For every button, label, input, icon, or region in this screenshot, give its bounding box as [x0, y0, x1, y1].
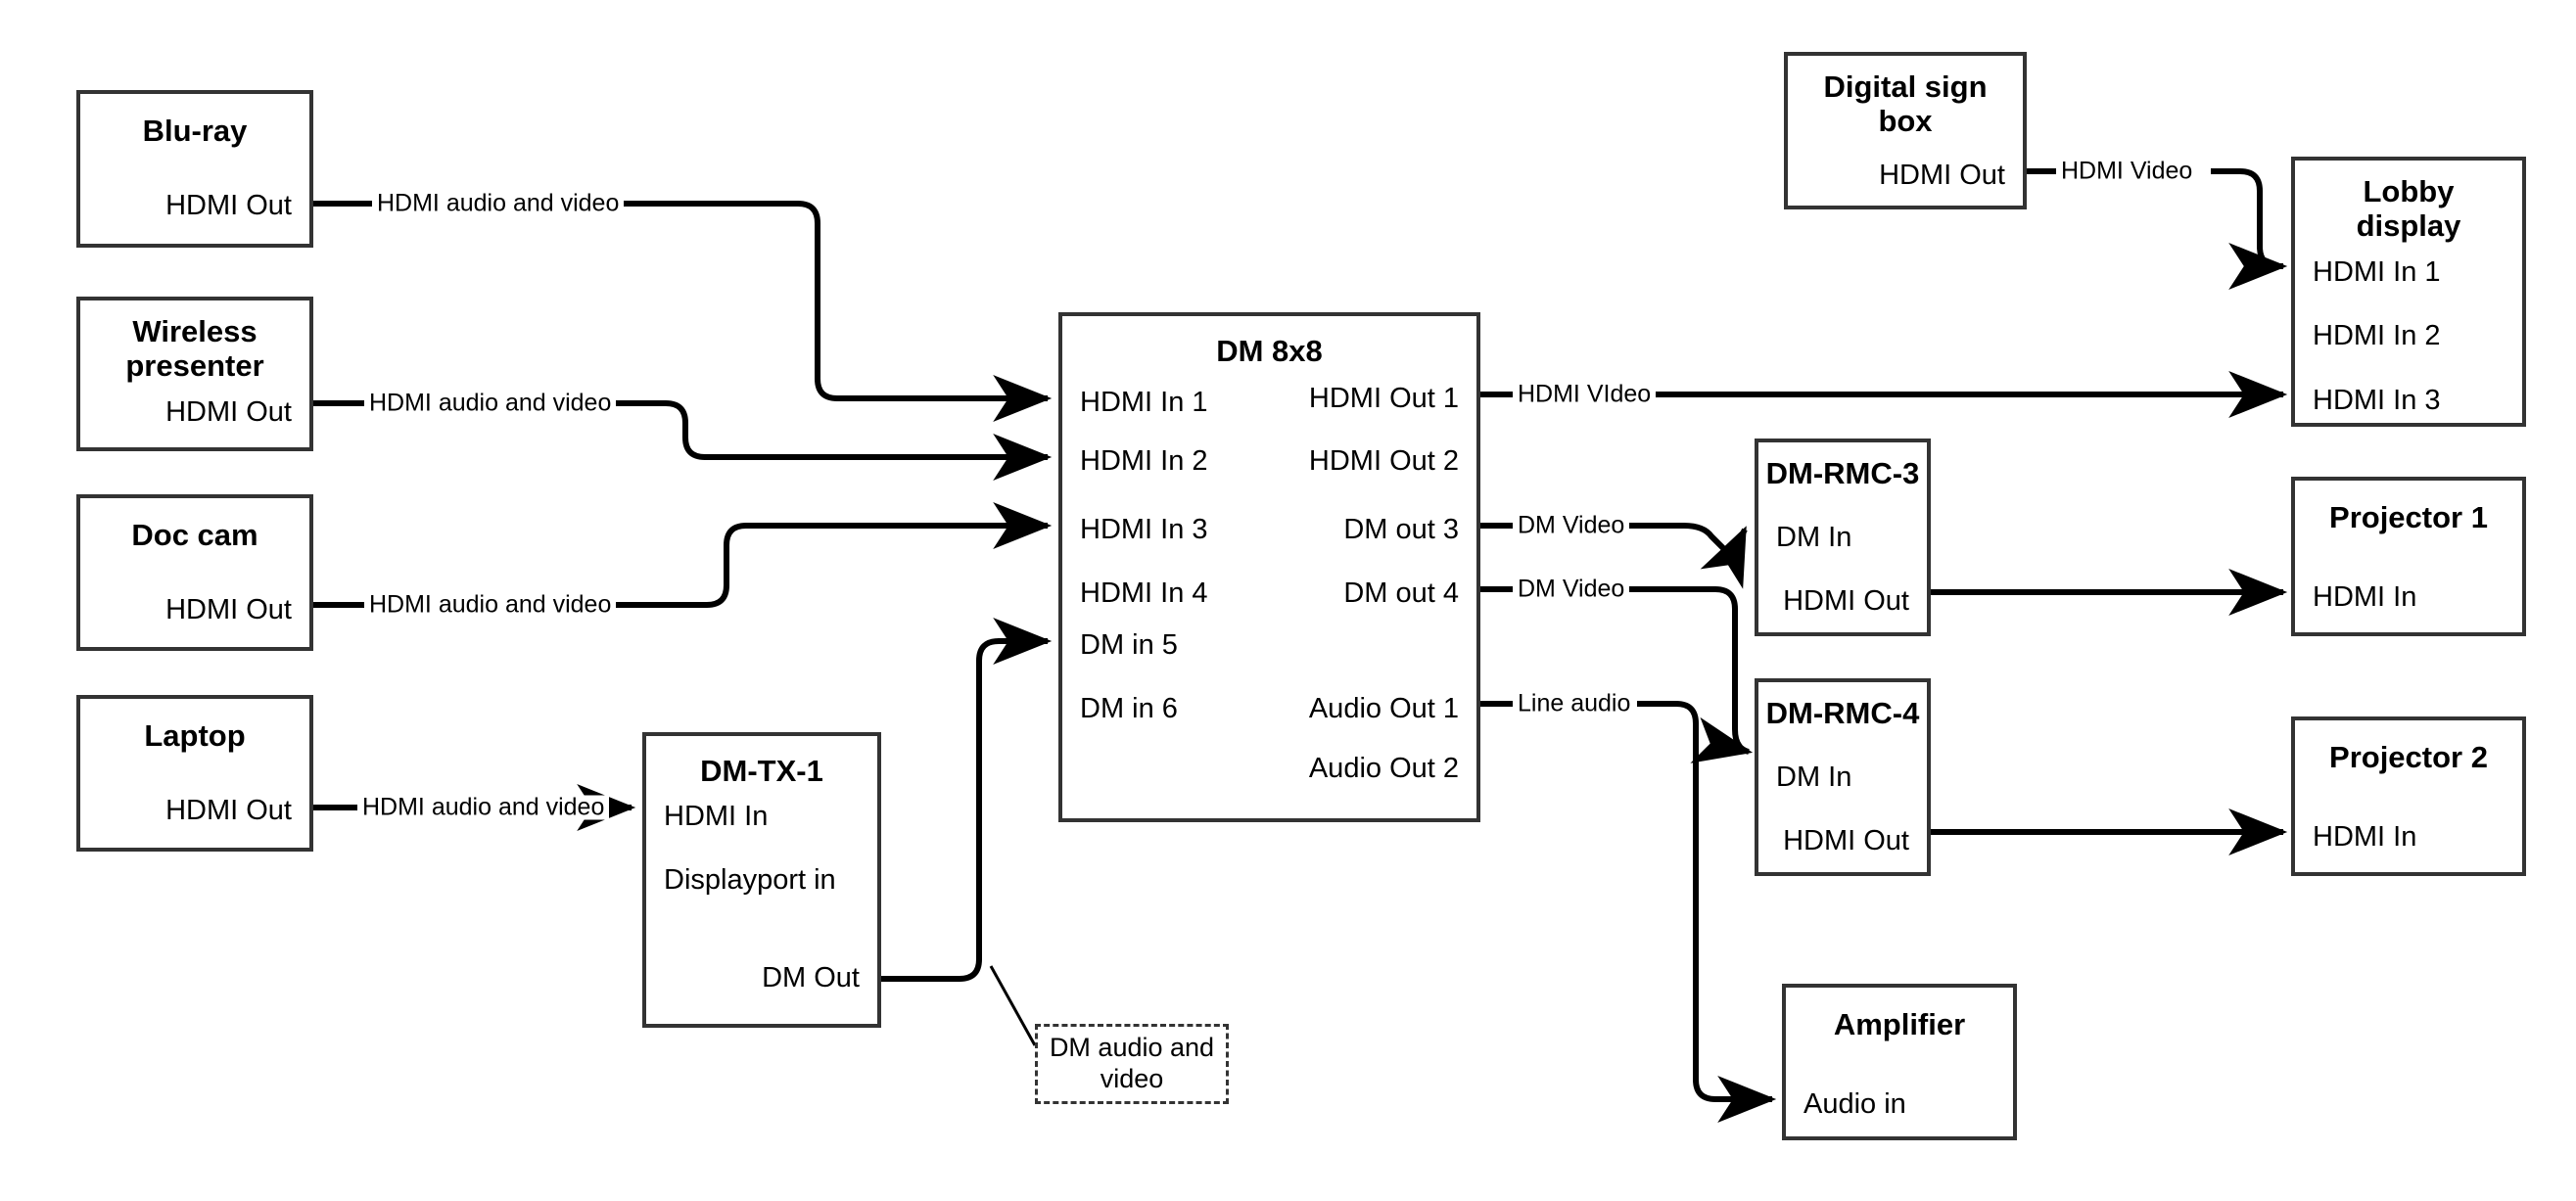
node-dm-tx-1[interactable]: DM-TX-1 HDMI In Displayport in DM Out — [642, 732, 881, 1028]
wire-label-digitalsign-out: HDMI Video — [2056, 159, 2198, 184]
node-lobby-display-title-line2: display — [2356, 208, 2461, 244]
annotation-line-1: DM audio and — [1049, 1033, 1215, 1063]
node-amplifier-title: Amplifier — [1833, 1007, 1966, 1041]
node-digital-sign-box-title-line2: box — [1878, 104, 1933, 139]
wire-label-audio-out-1: Line audio — [1513, 691, 1636, 716]
wire-label-hdmi-out-1: HDMI VIdeo — [1513, 382, 1657, 407]
callout-leader-line — [989, 965, 1037, 1046]
node-dm-rmc-4-port-dm-in[interactable]: DM In — [1776, 762, 1852, 793]
wire-label-bluray-out: HDMI audio and video — [372, 191, 625, 216]
node-bluray-title: Blu-ray — [142, 114, 248, 148]
node-dm-rmc-3-title: DM-RMC-3 — [1765, 456, 1920, 490]
node-laptop[interactable]: Laptop HDMI Out — [76, 695, 313, 852]
wire-dm8x8-to-dmrmc3 — [1480, 526, 1745, 551]
node-dm-8x8-port-dm-in-5[interactable]: DM in 5 — [1080, 629, 1178, 661]
node-dm-tx-1-port-hdmi-in[interactable]: HDMI In — [664, 801, 769, 832]
annotation-line-2: video — [1100, 1064, 1164, 1093]
node-projector-1[interactable]: Projector 1 HDMI In — [2291, 477, 2526, 636]
node-lobby-display-port-hdmi-in-2[interactable]: HDMI In 2 — [2313, 320, 2441, 351]
node-lobby-display-port-hdmi-in-3[interactable]: HDMI In 3 — [2313, 385, 2441, 416]
node-dm-8x8-port-hdmi-out-1[interactable]: HDMI Out 1 — [1308, 383, 1459, 414]
node-wireless-presenter-port-hdmi-out[interactable]: HDMI Out — [165, 396, 292, 428]
wire-bluray-to-dm8x8 — [313, 201, 1048, 398]
node-digital-sign-box-port-hdmi-out[interactable]: HDMI Out — [1879, 160, 2005, 191]
wire-dm8x8-to-dmrmc4 — [1480, 586, 1749, 752]
node-dm-8x8-port-hdmi-out-2[interactable]: HDMI Out 2 — [1308, 445, 1459, 477]
node-wireless-presenter-title-line1: Wireless — [132, 314, 258, 348]
node-dm-8x8-port-audio-out-1[interactable]: Audio Out 1 — [1308, 693, 1459, 724]
node-dm-8x8-title: DM 8x8 — [1216, 334, 1323, 368]
wire-doccam-to-dm8x8 — [313, 526, 1048, 608]
node-dm-8x8-port-hdmi-in-3[interactable]: HDMI In 3 — [1080, 514, 1208, 545]
node-dm-rmc-3[interactable]: DM-RMC-3 DM In HDMI Out — [1755, 439, 1931, 636]
node-dm-rmc-4[interactable]: DM-RMC-4 DM In HDMI Out — [1755, 678, 1931, 876]
annotation-dm-audio-and-video: DM audio and video — [1035, 1024, 1229, 1104]
node-lobby-display[interactable]: Lobby display HDMI In 1 HDMI In 2 HDMI I… — [2291, 157, 2526, 427]
wire-dm8x8-to-amplifier — [1480, 701, 1772, 1099]
node-dm-8x8-port-dm-out-4[interactable]: DM out 4 — [1343, 577, 1459, 609]
node-projector-2[interactable]: Projector 2 HDMI In — [2291, 716, 2526, 876]
node-dm-8x8-port-hdmi-in-4[interactable]: HDMI In 4 — [1080, 577, 1208, 609]
node-projector-2-port-hdmi-in[interactable]: HDMI In — [2313, 821, 2417, 853]
node-laptop-title: Laptop — [144, 718, 246, 753]
node-dm-tx-1-port-displayport-in[interactable]: Displayport in — [664, 864, 836, 896]
node-digital-sign-box[interactable]: Digital sign box HDMI Out — [1784, 52, 2027, 209]
wire-wireless-to-dm8x8 — [313, 403, 1048, 457]
node-lobby-display-title-line1: Lobby — [2363, 174, 2455, 208]
node-dm-tx-1-title: DM-TX-1 — [700, 754, 823, 788]
node-amplifier[interactable]: Amplifier Audio in — [1782, 984, 2017, 1140]
node-dm-rmc-4-title: DM-RMC-4 — [1765, 696, 1920, 730]
node-dm-8x8-port-hdmi-in-1[interactable]: HDMI In 1 — [1080, 387, 1208, 418]
node-dm-rmc-4-port-hdmi-out[interactable]: HDMI Out — [1783, 825, 1909, 856]
node-laptop-port-hdmi-out[interactable]: HDMI Out — [165, 795, 292, 826]
wire-label-dm-out-3: DM Video — [1513, 513, 1630, 538]
node-amplifier-port-audio-in[interactable]: Audio in — [1803, 1088, 1906, 1120]
node-dm-rmc-3-port-dm-in[interactable]: DM In — [1776, 522, 1852, 553]
wire-label-wireless-out: HDMI audio and video — [364, 391, 617, 416]
node-projector-1-title: Projector 1 — [2329, 500, 2488, 534]
node-dm-8x8-port-hdmi-in-2[interactable]: HDMI In 2 — [1080, 445, 1208, 477]
node-bluray-port-hdmi-out[interactable]: HDMI Out — [165, 190, 292, 221]
annotation-dm-audio-and-video-text: DM audio and video — [1038, 1033, 1226, 1095]
wire-dmtx1-to-dm8x8 — [881, 618, 1053, 982]
node-dm-8x8[interactable]: DM 8x8 HDMI In 1 HDMI In 2 HDMI In 3 HDM… — [1058, 312, 1480, 822]
node-lobby-display-title: Lobby display — [2295, 174, 2522, 243]
node-wireless-presenter-title-line2: presenter — [125, 348, 264, 384]
node-dm-8x8-port-audio-out-2[interactable]: Audio Out 2 — [1308, 753, 1459, 784]
node-dm-tx-1-port-dm-out[interactable]: DM Out — [762, 962, 860, 993]
node-doc-cam[interactable]: Doc cam HDMI Out — [76, 494, 313, 651]
node-digital-sign-box-title-line1: Digital sign — [1823, 69, 1988, 104]
node-dm-rmc-3-port-hdmi-out[interactable]: HDMI Out — [1783, 585, 1909, 617]
node-dm-8x8-port-dm-out-3[interactable]: DM out 3 — [1343, 514, 1459, 545]
node-lobby-display-port-hdmi-in-1[interactable]: HDMI In 1 — [2313, 256, 2441, 288]
node-projector-1-port-hdmi-in[interactable]: HDMI In — [2313, 581, 2417, 613]
node-bluray[interactable]: Blu-ray HDMI Out — [76, 90, 313, 248]
wire-label-laptop-out: HDMI audio and video — [357, 795, 610, 820]
node-digital-sign-box-title: Digital sign box — [1788, 69, 2023, 138]
wire-digitalsign-to-lobby — [2027, 168, 2283, 266]
node-wireless-presenter-title: Wireless presenter — [80, 314, 309, 383]
node-wireless-presenter[interactable]: Wireless presenter HDMI Out — [76, 297, 313, 451]
wire-label-doccam-out: HDMI audio and video — [364, 592, 617, 618]
node-doc-cam-title: Doc cam — [131, 518, 258, 552]
node-doc-cam-port-hdmi-out[interactable]: HDMI Out — [165, 594, 292, 625]
node-dm-8x8-port-dm-in-6[interactable]: DM in 6 — [1080, 693, 1178, 724]
node-projector-2-title: Projector 2 — [2329, 740, 2488, 774]
wire-label-dm-out-4: DM Video — [1513, 577, 1630, 602]
